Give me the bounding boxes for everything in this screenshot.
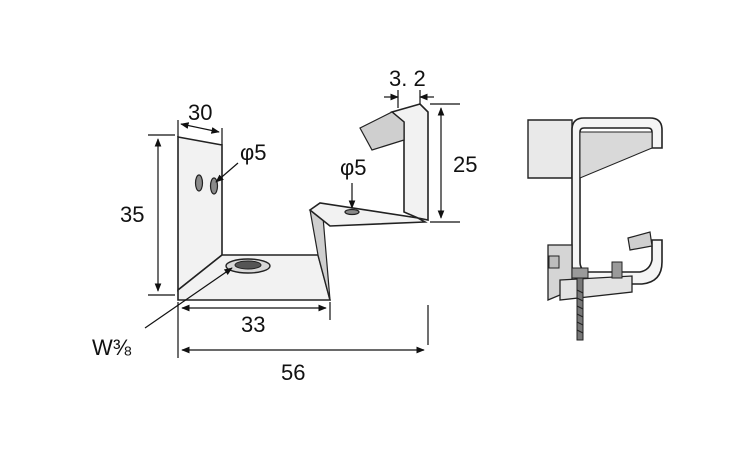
weld-nut-hole [234,260,262,270]
dim-hole-mid: φ5 [340,155,367,180]
dim-height-left: 35 [120,202,144,227]
mid-step [308,202,428,227]
hook-lip [359,111,405,151]
dim-width-top: 30 [188,100,212,125]
dim-thickness: 3. 2 [389,66,426,91]
dim-height-right: 25 [453,152,477,177]
dim-base-length: 33 [241,312,265,337]
bolt-spec: W⅜ [92,335,132,360]
dim-total-length: 56 [281,360,305,385]
installation-view [527,117,663,341]
mid-hole [344,208,360,216]
dimensions [144,90,460,358]
left-hole-2 [209,177,219,195]
dim-hole-left: φ5 [240,140,267,165]
bracket-part [177,103,429,301]
left-hole-1 [194,174,204,192]
